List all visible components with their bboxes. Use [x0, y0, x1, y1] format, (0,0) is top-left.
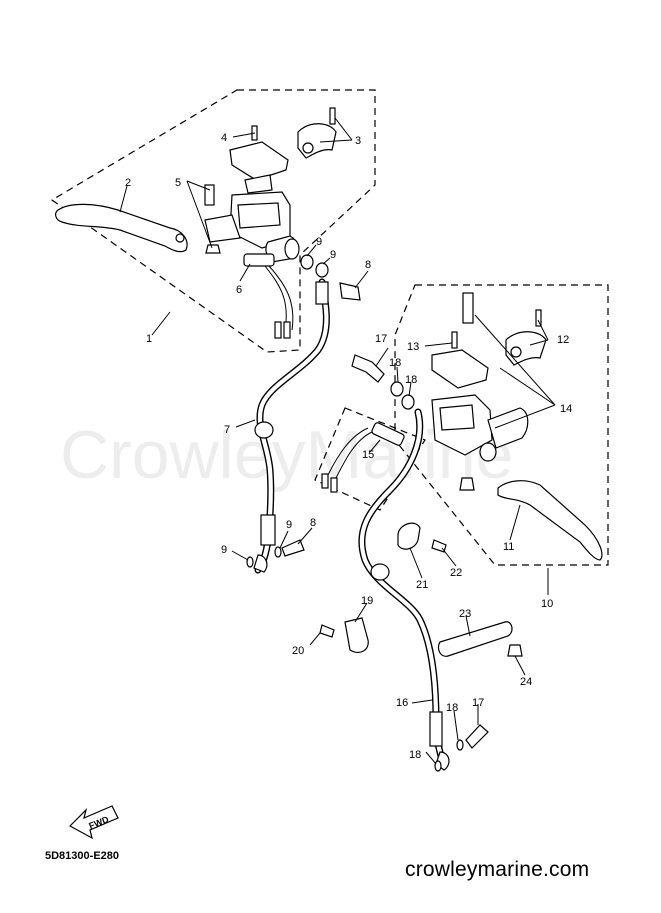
hose-clamp-21[interactable] [397, 522, 421, 550]
hose-holder-23[interactable] [437, 621, 513, 657]
hose-grommet [254, 421, 274, 439]
washer-9b [315, 262, 329, 278]
hose-fitting-bottom [260, 514, 276, 546]
washer-9a [300, 254, 314, 270]
reservoir-cap-left[interactable] [229, 141, 289, 181]
hose-banjo-7 [253, 554, 268, 573]
brake-lever-left[interactable] [55, 203, 188, 253]
callout-6: 6 [236, 284, 242, 296]
boot-end [284, 238, 300, 260]
cap-gasket-left [244, 174, 273, 194]
boot-right [479, 442, 497, 462]
connector-right-a [321, 473, 329, 489]
callout-5: 5 [175, 177, 181, 189]
washer-18b [401, 394, 415, 410]
callout-7: 7 [224, 424, 230, 436]
switch-wire-right-a [334, 431, 373, 481]
switch-wire-right-b [327, 427, 369, 476]
washer-18c [456, 739, 464, 751]
callout-18a: 18 [389, 357, 401, 369]
clamp-right [487, 407, 529, 449]
washer-9d [246, 556, 254, 568]
washer-18d [434, 760, 442, 772]
callout-18b: 18 [405, 374, 417, 386]
screw-13 [451, 331, 458, 349]
callout-16: 16 [396, 697, 408, 709]
lever-bracket-left [204, 214, 241, 243]
clamp-hole-right [510, 346, 522, 358]
lever-pivot [175, 233, 185, 243]
connector-a [274, 321, 282, 339]
callout-20: 20 [292, 645, 304, 657]
callout-13: 13 [407, 341, 419, 353]
screw-3 [329, 107, 336, 125]
callout-9d: 9 [221, 544, 227, 556]
callout-8a: 8 [365, 259, 371, 271]
switch-wire-a [264, 265, 287, 331]
callout-9a: 9 [316, 236, 322, 248]
site-url[interactable]: crowleymarine.com [405, 858, 590, 881]
union-bolt-8b [281, 539, 305, 557]
washer-18a [390, 381, 404, 397]
callout-9b: 9 [330, 249, 336, 261]
bolt-5 [204, 184, 215, 206]
brake-switch-left[interactable] [243, 253, 275, 267]
switch-wire-b [268, 265, 294, 331]
clamp-hole [302, 142, 314, 154]
washer-9c [274, 546, 282, 558]
leader-lines [119, 117, 556, 765]
callout-22: 22 [450, 567, 462, 579]
callout-3: 3 [355, 135, 361, 147]
callout-9c: 9 [286, 519, 292, 531]
bolt-24 [507, 644, 523, 657]
union-bolt-17b [465, 724, 489, 749]
hose-fitting-top [315, 281, 329, 305]
callout-4: 4 [221, 132, 227, 144]
reservoir-window [237, 202, 281, 229]
reservoir-window-right [439, 404, 475, 431]
callout-24: 24 [520, 676, 532, 688]
callout-19: 19 [361, 595, 373, 607]
callout-8b: 8 [310, 517, 316, 529]
callout-10: 10 [541, 598, 553, 610]
bolt-20 [319, 624, 335, 638]
callout-17a: 17 [375, 333, 387, 345]
callout-23: 23 [459, 608, 471, 620]
callout-21: 21 [416, 579, 428, 591]
nut-5 [205, 244, 221, 254]
nut-right [459, 477, 475, 491]
brake-switch-right[interactable] [371, 422, 405, 446]
callout-12: 12 [557, 334, 569, 346]
screw-12 [535, 309, 542, 327]
bolt-right [462, 292, 474, 324]
connector-b [283, 321, 291, 339]
brake-lever-right[interactable] [497, 480, 603, 561]
callout-2: 2 [125, 177, 131, 189]
callout-1: 1 [146, 333, 152, 345]
callouts: 1 2 3 4 5 6 7 8 8 9 9 9 9 10 11 12 13 14… [125, 132, 572, 761]
reservoir-cap-right[interactable] [431, 349, 489, 389]
callout-18d: 18 [409, 749, 421, 761]
callout-15: 15 [362, 449, 374, 461]
hose-guide-19[interactable] [344, 617, 369, 653]
callout-14: 14 [560, 403, 572, 415]
diagram-code: 5D81300-E280 [45, 850, 120, 862]
callout-17b: 17 [472, 697, 484, 709]
connector-right-b [330, 477, 338, 493]
switch-box-15 [314, 407, 426, 511]
callout-11: 11 [503, 541, 514, 553]
hose-fitting-16 [429, 711, 443, 747]
fwd-arrow: FWD [69, 805, 119, 840]
assembly-10-outline [394, 284, 609, 566]
union-bolt-17a [351, 354, 385, 383]
callout-18c: 18 [446, 702, 458, 714]
hose-grommet-16 [370, 563, 390, 581]
